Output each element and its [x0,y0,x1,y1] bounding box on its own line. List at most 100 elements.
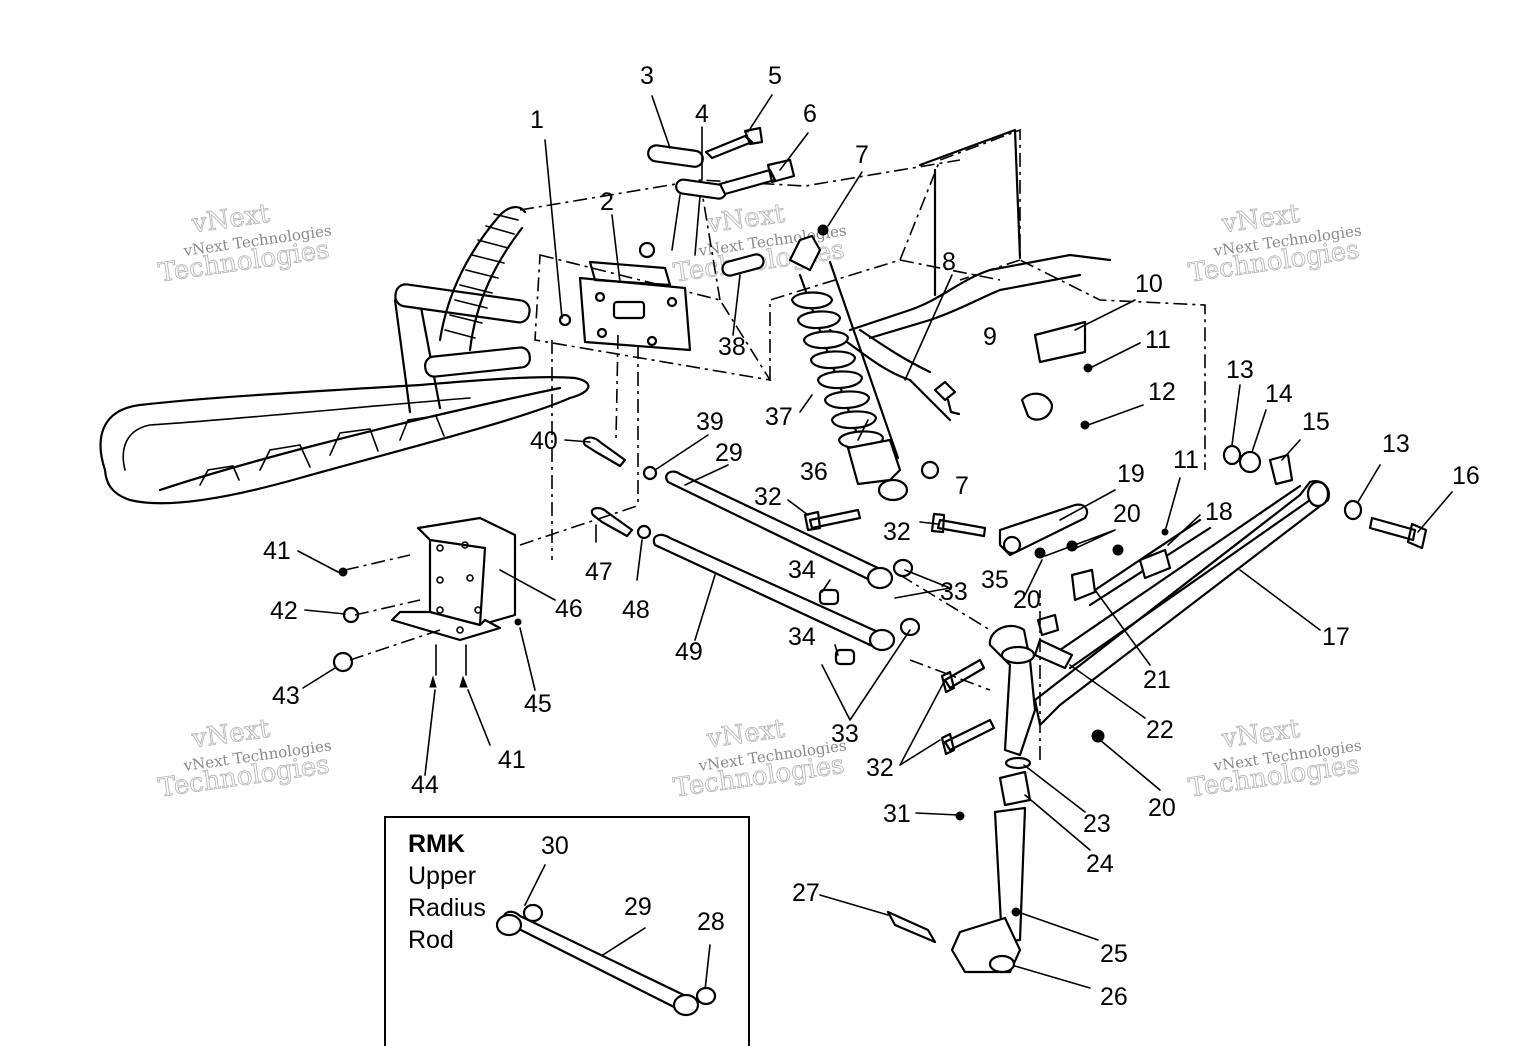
callout-22: 22 [1146,716,1174,744]
callout-20-b: 20 [1013,586,1041,614]
callout-5: 5 [768,62,782,90]
callout-41: 41 [263,537,291,565]
rmk-inset-line-radius: Radius [408,894,486,922]
ski-assembly [99,206,590,505]
callout-37: 37 [765,403,793,431]
inset-rod-end-left [495,913,523,937]
pivot-hardware [1222,444,1428,550]
rmk-inset-line-rod: Rod [408,926,454,954]
callout-31: 31 [883,800,911,828]
plate-22 [1033,638,1074,670]
bolt-44 [429,675,437,688]
callout-14: 14 [1265,380,1293,408]
bolt-32-mid [930,512,987,538]
callout-30: 30 [541,832,569,860]
callout-7-lower: 7 [955,472,969,500]
bushing-15 [1268,453,1294,486]
rmk-inset-rod [495,903,717,1017]
nut-43 [332,651,354,673]
bolt-16 [1368,516,1428,550]
mounting-plate [558,241,692,352]
exploded-parts-diagram: vNext Technologies vNext Technologies vN… [99,62,1480,1017]
spindle-cap [1000,645,1036,665]
callout-6: 6 [803,100,817,128]
rod-end-29 [866,566,894,590]
callout-19: 19 [1117,460,1145,488]
frame-clip [933,380,961,416]
rmk-inset-box: RMK Upper Radius Rod [384,816,750,1046]
steering-guide-lines [899,574,1041,760]
ski-runner-inner [122,397,471,471]
callout-41-lower: 41 [498,746,526,774]
left-shock-spring [438,206,527,352]
callout-11: 11 [1145,326,1171,354]
rmk-inset-line-upper: Upper [408,862,477,890]
bolt-11-lower [1161,528,1169,536]
callout-33-lower: 33 [831,720,859,748]
lower-radius-rod-49 [652,533,883,647]
ski-spindle-arm [393,298,442,414]
bolt-32-lower [940,718,996,756]
bushing-24 [998,770,1032,807]
arm-pivot [1306,480,1330,508]
steering-parts [899,503,1172,760]
callout-43: 43 [272,682,300,710]
bolt-41-lower [459,675,468,688]
inset-rod-end-right [672,993,700,1017]
bolt-31 [955,811,965,821]
sleeve-38 [721,253,765,277]
callout-7-top: 7 [855,141,869,169]
sleeve-34-upper [818,588,840,606]
shock-spring-37 [790,291,885,450]
nut-20c [1112,544,1124,556]
callout-24: 24 [1086,850,1114,878]
rivet-45 [514,618,522,626]
clip-18 [1138,548,1172,580]
bushing-14 [1238,450,1262,474]
callout-32-b: 32 [883,518,911,546]
callout-33-upper: 33 [940,578,968,606]
shock-lower-eye-36 [877,478,909,502]
callout-1: 1 [530,106,544,134]
mounting-bracket-46 [332,516,522,688]
ski-keel [158,386,562,492]
callout-47: 47 [585,558,613,586]
callout-16: 16 [1452,462,1480,490]
jam-nut-48 [636,524,652,540]
callout-44: 44 [411,771,439,799]
rod-end-49 [868,628,896,652]
callout-32-c: 32 [866,754,894,782]
callout-42: 42 [270,597,298,625]
callout-28: 28 [697,908,725,936]
bushing-20-top [1036,613,1060,637]
callout-8: 8 [942,248,956,276]
callout-27: 27 [792,879,820,907]
callout-25: 25 [1100,940,1128,968]
spindle-assembly [886,756,1032,974]
bolt-5 [704,126,764,160]
inset-bushing-28 [695,986,717,1006]
callout-38: 38 [718,333,746,361]
shock-lower-body [846,438,902,486]
ski-lower-arm [424,346,531,378]
callout-11-lower: 11 [1173,446,1199,474]
ski-slots [199,415,445,486]
callout-3: 3 [640,62,654,90]
nut-7-top [817,224,829,236]
callout-21: 21 [1143,666,1171,694]
callout-15: 15 [1302,408,1330,436]
callout-32-a: 32 [754,483,782,511]
nut-7-lower [920,460,940,480]
callout-13-left: 13 [1226,356,1254,384]
callout-26: 26 [1100,983,1128,1011]
callout-39: 39 [696,408,724,436]
callout-9: 9 [983,323,997,351]
brackets [933,320,1093,430]
hardware-guide-lines [671,194,701,256]
pin-27 [886,910,937,944]
bracket-21 [1070,568,1097,602]
callout-48: 48 [622,596,650,624]
callout-20-a: 20 [1113,500,1141,528]
callout-40: 40 [530,427,558,455]
callout-29: 29 [715,439,743,467]
